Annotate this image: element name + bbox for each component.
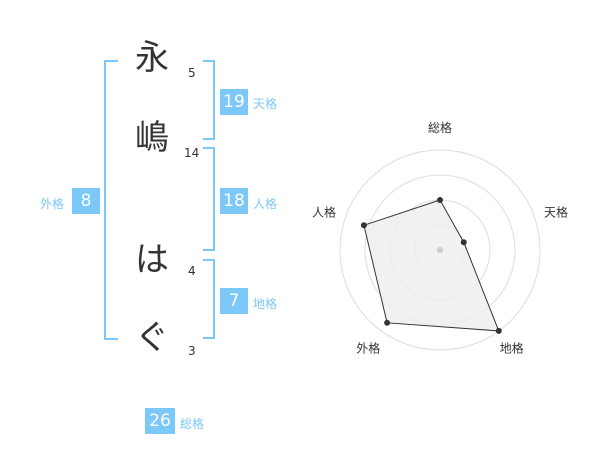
tenkaku-bracket [203, 60, 215, 140]
name-char-1: 永 [135, 38, 169, 78]
radar-point-4 [384, 319, 391, 326]
name-char-3: は [135, 240, 169, 280]
radar-center [437, 247, 443, 253]
radar-axis-label: 天格 [544, 204, 568, 219]
radar-axis-label: 外格 [356, 341, 380, 356]
radar-point-1 [437, 197, 443, 203]
radar-axis-label: 総格 [428, 120, 452, 135]
soukaku-value: 26 [145, 408, 175, 434]
radar-axis-label: 地格 [500, 341, 524, 356]
gaikaku-bracket [104, 60, 118, 340]
chikaku-label: 地格 [253, 297, 278, 311]
jinkaku-bracket [203, 147, 215, 251]
jinkaku-label: 人格 [253, 197, 278, 211]
radar-axis-label: 人格 [312, 204, 336, 219]
radar-point-3 [495, 327, 502, 334]
stroke-count-3: 4 [188, 264, 196, 278]
jinkaku-value: 18 [220, 188, 248, 214]
radar-point-5 [360, 222, 367, 229]
stroke-count-1: 5 [188, 66, 196, 80]
chikaku-bracket [203, 259, 215, 339]
stroke-count-2: 14 [184, 146, 200, 160]
name-char-4: ぐ [135, 318, 169, 358]
gaikaku-value: 8 [72, 188, 100, 214]
gaikaku-label: 外格 [40, 197, 65, 211]
radar-point-2 [460, 239, 467, 246]
tenkaku-label: 天格 [253, 97, 278, 111]
soukaku-label: 総格 [180, 417, 205, 431]
chikaku-value: 7 [220, 288, 248, 314]
name-char-2: 嶋 [135, 118, 169, 158]
stroke-count-4: 3 [188, 344, 196, 358]
tenkaku-value: 19 [220, 89, 248, 115]
radar-area [363, 199, 500, 332]
